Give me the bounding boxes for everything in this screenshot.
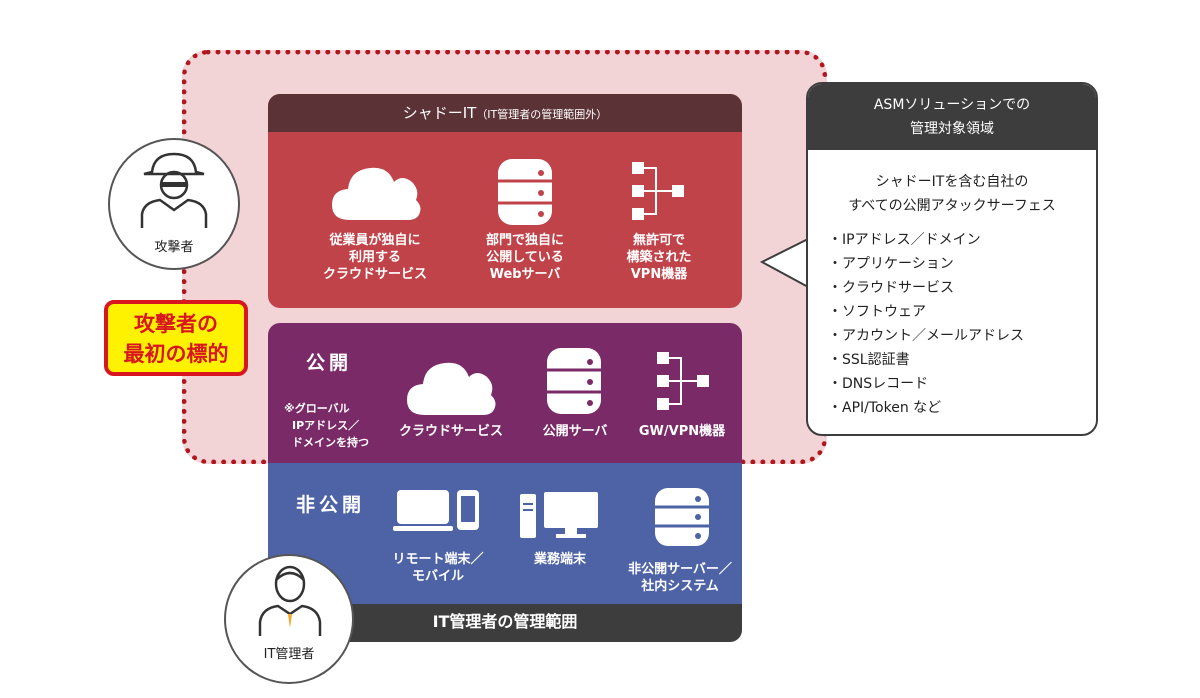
private-item-remote-label: リモート端末／モバイル (392, 552, 484, 584)
callout-subtitle: シャドーITを含む自社のすべての公開アタックサーフェス (848, 174, 1056, 214)
first-target-badge: 攻撃者の最初の標的 (104, 300, 248, 376)
private-title: 非公開 (296, 494, 366, 516)
public-item-cloud-label: クラウドサービス (398, 424, 503, 439)
list-item: IPアドレス／ドメイン (828, 228, 1024, 252)
shadow-it-header: シャドーIT（IT管理者の管理範囲外） (268, 94, 742, 132)
list-item: ソフトウェア (828, 300, 1024, 324)
callout-pointer (760, 237, 811, 289)
public-item-server-label: 公開サーバ (542, 424, 608, 439)
public-item-gw-label: GW/VPN機器 (638, 424, 726, 439)
it-admin-scope-label: IT管理者の管理範囲 (432, 612, 578, 631)
list-item: API/Token など (828, 396, 1024, 420)
list-item: SSL認証書 (828, 348, 1024, 372)
public-title: 公開 (306, 352, 353, 374)
callout-list: IPアドレス／ドメイン アプリケーション クラウドサービス ソフトウェア アカウ… (828, 228, 1024, 420)
it-admin-icon (258, 565, 322, 636)
attacker-icon (140, 152, 208, 228)
it-admin-label: IT管理者 (263, 647, 315, 662)
desktop-icon (520, 492, 598, 538)
server-icon (547, 348, 601, 414)
shadow-item-cloud-label: 従業員が独自に利用するクラウドサービス (322, 233, 427, 282)
cloud-icon (332, 167, 421, 220)
network-device-icon (657, 352, 709, 410)
network-device-icon (632, 162, 684, 220)
callout-title: ASMソリューションでの管理対象領域 (808, 84, 1096, 150)
private-item-office-label: 業務端末 (533, 552, 586, 567)
laptop-mobile-icon (393, 490, 479, 531)
cloud-icon (407, 362, 496, 415)
attacker-label: 攻撃者 (154, 240, 194, 255)
public-section (268, 323, 742, 463)
asm-callout: ASMソリューションでの管理対象領域 シャドーITを含む自社のすべての公開アタッ… (806, 82, 1098, 436)
server-icon (498, 159, 552, 225)
list-item: アカウント／メールアドレス (828, 324, 1024, 348)
list-item: アプリケーション (828, 252, 1024, 276)
list-item: クラウドサービス (828, 276, 1024, 300)
list-item: DNSレコード (828, 372, 1024, 396)
attacker-avatar (108, 138, 240, 270)
private-item-server-label: 非公開サーバー／社内システム (628, 562, 732, 594)
server-icon (655, 488, 709, 546)
shadow-it-subtitle: （IT管理者の管理範囲外） (476, 108, 608, 121)
shadow-it-title: シャドーIT (402, 104, 477, 122)
